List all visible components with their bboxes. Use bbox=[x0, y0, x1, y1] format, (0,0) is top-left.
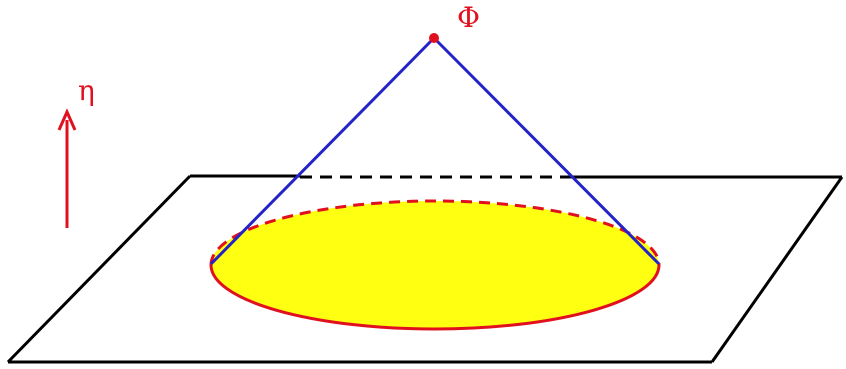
apex-label: Φ bbox=[457, 1, 480, 34]
arrow-head bbox=[57, 108, 77, 131]
disk-back-edge-hidden bbox=[209, 199, 661, 266]
plane bbox=[6, 174, 844, 364]
plane-left-edge bbox=[6, 174, 192, 364]
base-disk bbox=[209, 199, 661, 331]
direction-label: η bbox=[78, 74, 95, 107]
disk-fill bbox=[211, 201, 659, 329]
cone-left-generator bbox=[209, 36, 436, 266]
disk-front-edge bbox=[209, 264, 661, 331]
plane-right-edge bbox=[710, 176, 844, 363]
cone-right-generator bbox=[432, 36, 661, 266]
apex-point bbox=[429, 33, 439, 43]
cone bbox=[209, 36, 661, 266]
direction-arrow bbox=[57, 108, 77, 228]
